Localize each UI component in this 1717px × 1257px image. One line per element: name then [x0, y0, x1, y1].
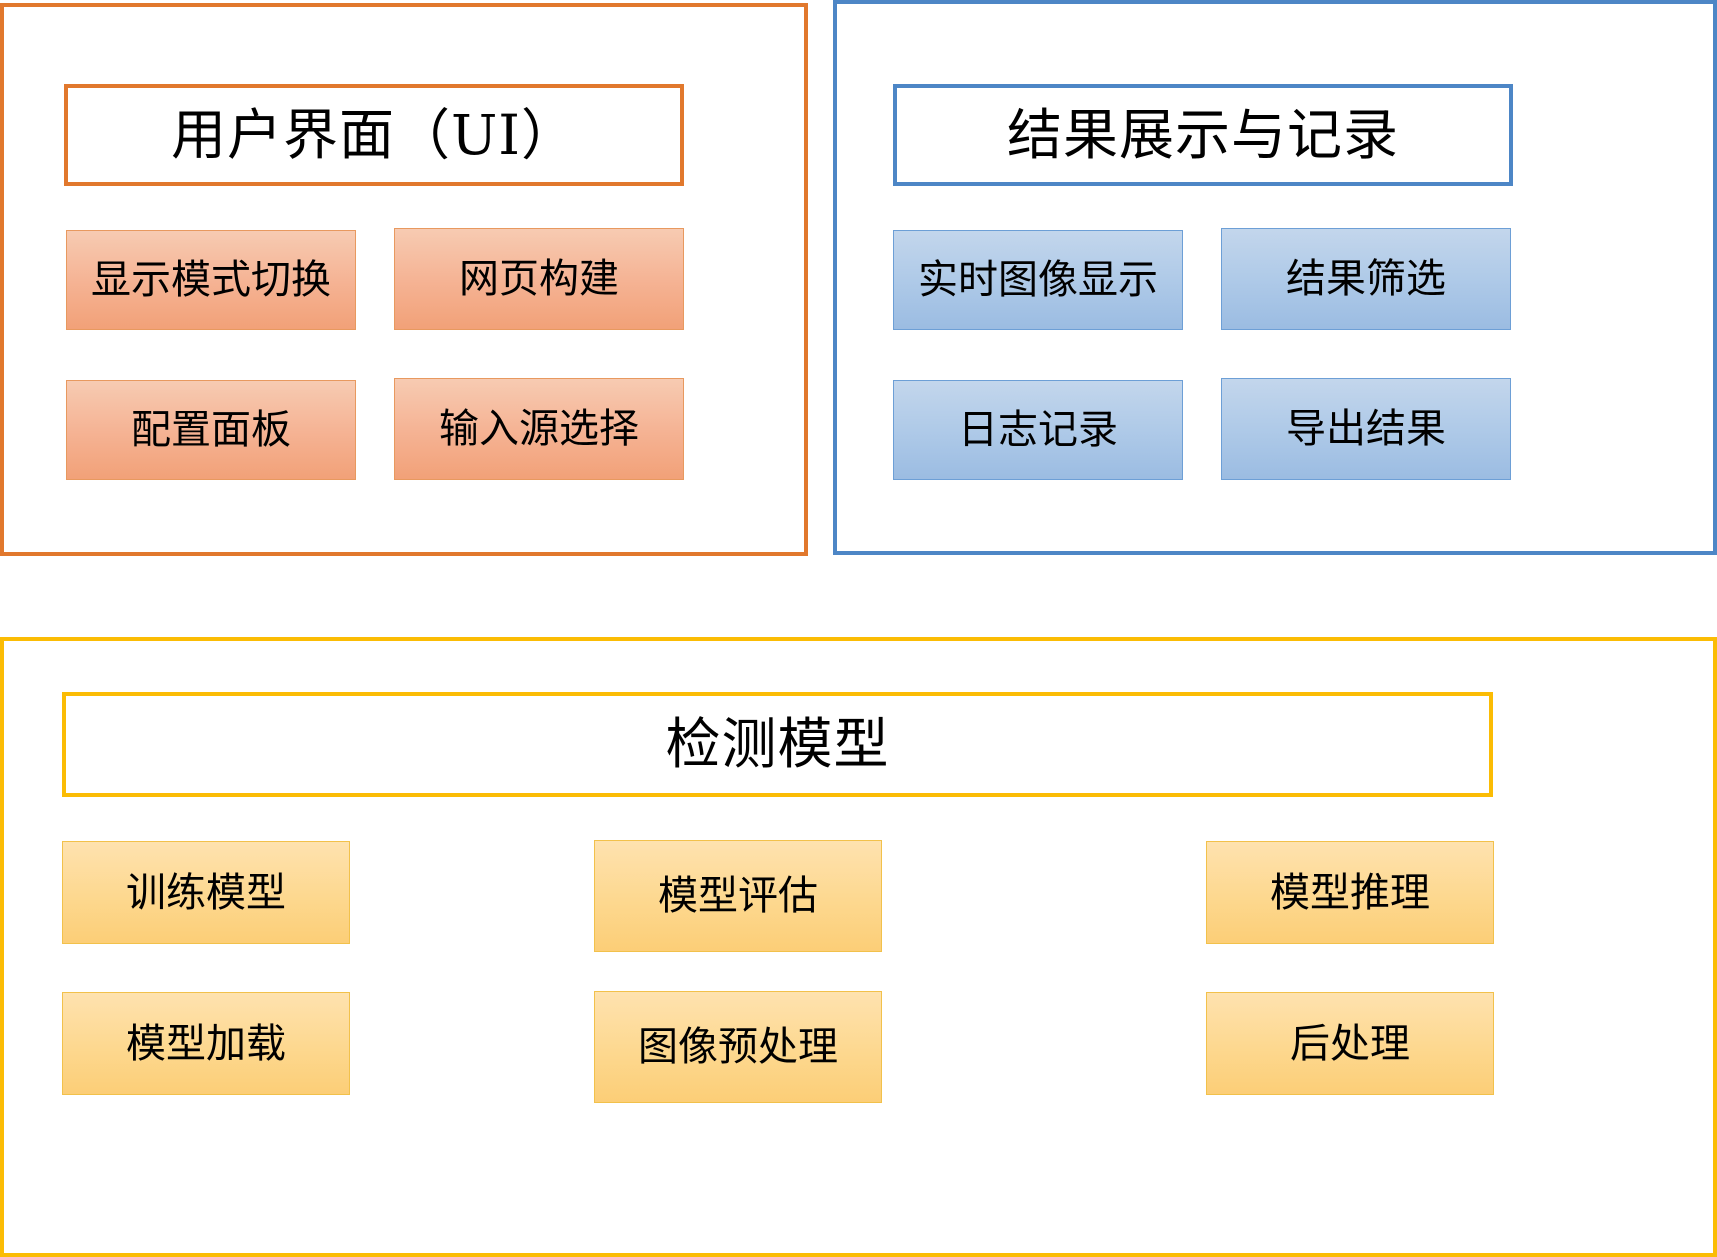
node-model-inference[interactable]: 模型推理: [1206, 841, 1494, 944]
node-model-evaluation[interactable]: 模型评估: [594, 840, 882, 952]
node-realtime-image-display[interactable]: 实时图像显示: [893, 230, 1183, 330]
node-web-page-build[interactable]: 网页构建: [394, 228, 684, 330]
node-model-load[interactable]: 模型加载: [62, 992, 350, 1095]
group-title-results: 结果展示与记录: [893, 84, 1513, 186]
node-image-preprocess[interactable]: 图像预处理: [594, 991, 882, 1103]
node-log-record[interactable]: 日志记录: [893, 380, 1183, 480]
node-result-filter[interactable]: 结果筛选: [1221, 228, 1511, 330]
node-train-model[interactable]: 训练模型: [62, 841, 350, 944]
node-display-mode-switch[interactable]: 显示模式切换: [66, 230, 356, 330]
node-export-result[interactable]: 导出结果: [1221, 378, 1511, 480]
node-postprocess[interactable]: 后处理: [1206, 992, 1494, 1095]
node-config-panel[interactable]: 配置面板: [66, 380, 356, 480]
group-title-ui: 用户界面（UI）: [64, 84, 684, 186]
node-input-source-select[interactable]: 输入源选择: [394, 378, 684, 480]
group-title-model: 检测模型: [62, 692, 1493, 797]
